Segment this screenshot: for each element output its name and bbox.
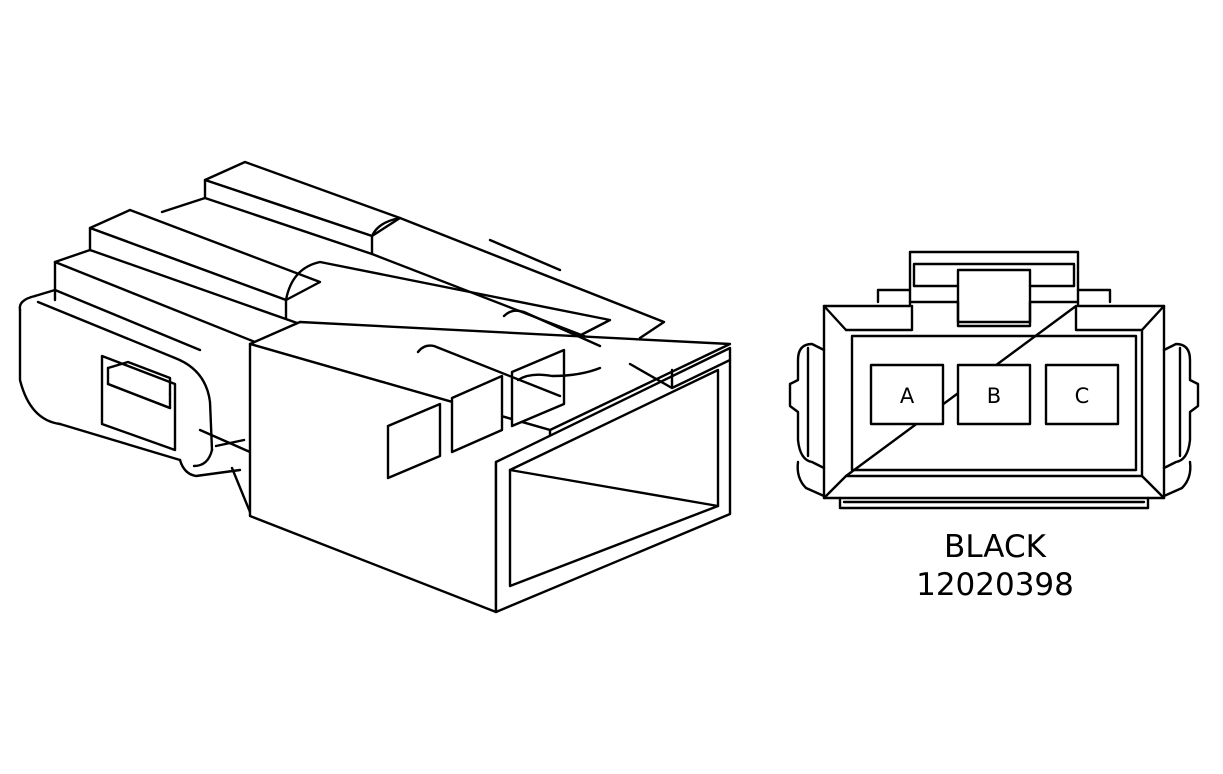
- connector-part-number: 12020398: [916, 567, 1074, 603]
- right-side-latch: [1162, 342, 1200, 498]
- terminal-cavity-a: A: [869, 363, 945, 426]
- bottom-flange: [838, 496, 1150, 510]
- connector-color-label: BLACK: [944, 529, 1047, 565]
- left-side-latch: [788, 342, 826, 498]
- connector-front-view: A B C BLACK 12020398: [788, 250, 1200, 603]
- connector-isometric-view: [18, 160, 732, 614]
- mating-shroud: [248, 309, 732, 614]
- terminal-cavity-c: C: [1044, 363, 1120, 426]
- inner-bezel: [844, 304, 914, 332]
- terminal-label-b: B: [987, 384, 1001, 408]
- terminal-cavity-b: B: [956, 363, 1032, 426]
- rear-locking-rail: [203, 160, 666, 350]
- left-latch-housing: [18, 248, 302, 514]
- terminal-label-a: A: [900, 384, 915, 408]
- terminal-label-c: C: [1075, 384, 1090, 408]
